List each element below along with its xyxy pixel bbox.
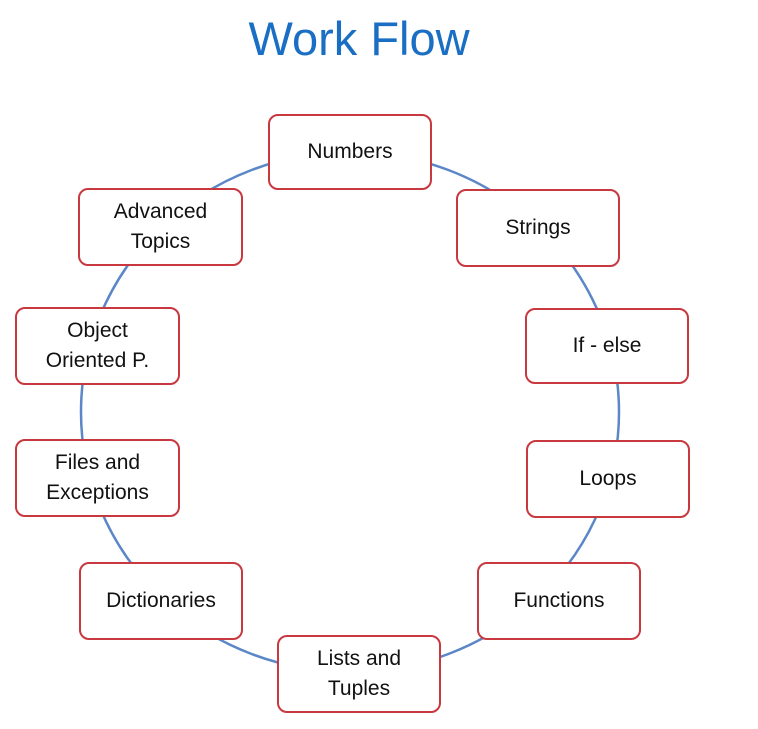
step-strings: Strings (456, 189, 620, 267)
step-advanced-topics: Advanced Topics (78, 188, 243, 266)
step-loops: Loops (526, 440, 690, 518)
step-files-and-exceptions: Files and Exceptions (15, 439, 180, 517)
step-object-oriented: Object Oriented P. (15, 307, 180, 385)
step-if-else: If - else (525, 308, 689, 384)
step-lists-and-tuples: Lists and Tuples (277, 635, 441, 713)
diagram-title: Work Flow (248, 12, 470, 65)
step-dictionaries: Dictionaries (79, 562, 243, 640)
step-functions: Functions (477, 562, 641, 640)
step-numbers: Numbers (268, 114, 432, 190)
